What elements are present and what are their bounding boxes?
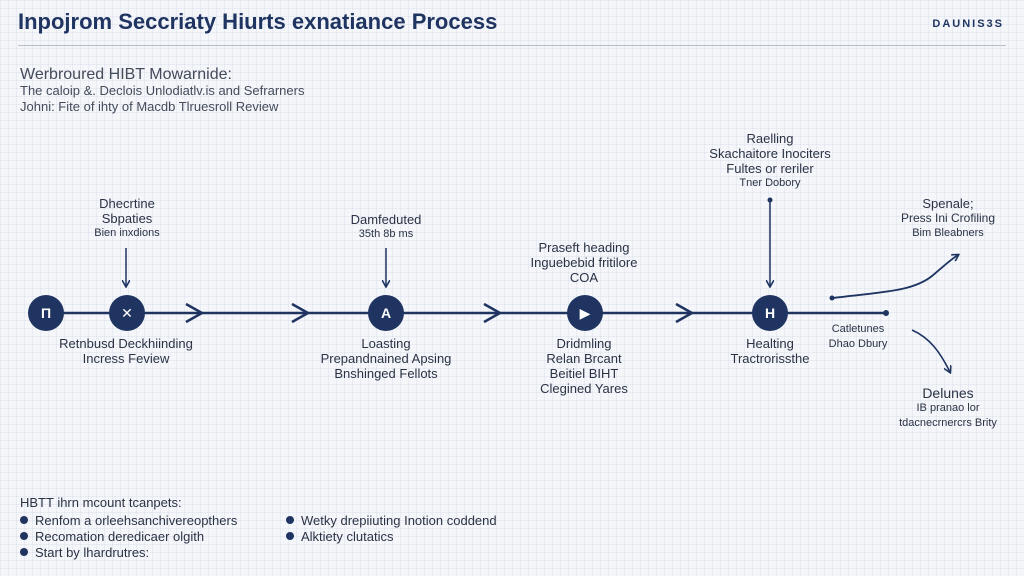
lower-label: Dridmling Relan Brcant Beitiel BIHT Cleg… (540, 336, 628, 396)
upper-label: Raelling Skachaitore Inociters Fultes or… (709, 131, 830, 191)
label-line: Praseft heading (538, 240, 630, 255)
label-line: Tractrorissthe (730, 351, 810, 366)
gate-icon[interactable]: Π (28, 295, 64, 331)
label-line: Fultes or reriler (726, 161, 814, 176)
letter-h-icon[interactable]: H (752, 295, 788, 331)
play-icon[interactable]: ▶ (567, 295, 603, 331)
upper-label: Dhecrtine Sbpaties Bien inxdions (94, 196, 159, 241)
label-line: Prepandnained Apsing (320, 351, 452, 366)
label-line: IB pranao lor (916, 402, 980, 414)
upper-label: Damfeduted 35th 8b ms (351, 212, 422, 242)
upper-label: Praseft heading Inguebebid fritilore COA (531, 240, 638, 285)
label-sub: Tner Dobory (739, 177, 801, 189)
callout-dot (767, 197, 773, 203)
lower-label: Loasting Prepandnained Apsing Bnshinged … (321, 336, 452, 381)
label-sub: Bim Bleabners (912, 227, 984, 239)
timeline-chevron (483, 302, 503, 324)
label-line: Delunes (922, 385, 974, 401)
notes-bullet: Alktiety clutatics (286, 529, 393, 544)
intro-block: Werbroured HIBT Mowarnide: The caloip &.… (20, 67, 304, 115)
timeline-end-dot (883, 310, 889, 316)
label-line: Press Ini Crofiling (900, 211, 996, 225)
label-line: tdacnecrnercrs Brity (899, 417, 997, 429)
label-sub: Bien inxdions (94, 227, 160, 239)
notes-bullet: Start by lhardrutres: (20, 545, 149, 560)
timeline-chevron (291, 302, 311, 324)
label-line: Dhecrtine (99, 196, 155, 211)
label-line: Sbpaties (101, 211, 153, 226)
timeline-chevron (675, 302, 695, 324)
intro-line: The caloip &. Declois Unlodiatlv.is and … (20, 83, 305, 98)
label-line: Spenale; (922, 196, 974, 211)
notes-heading: HBTT ihrn mcount tcanpets: (20, 495, 182, 510)
label-line: Damfeduted (350, 212, 422, 227)
lower-label: Healting Tractrorissthe (731, 336, 810, 366)
branch-arrow-up (832, 255, 958, 299)
label-line: Inguebebid fritilore (530, 255, 638, 270)
branch-end-label: Delunes IB pranao lor tdacnecrnercrs Bri… (899, 386, 997, 431)
label-line: Incress Feview (82, 351, 170, 366)
label-line: Raelling (746, 131, 794, 146)
label-sub: 35th 8b ms (358, 228, 414, 240)
notes-bullet: Recomation deredicaer olgith (20, 529, 204, 544)
intro-heading: Werbroured HIBT Mowarnide: (20, 66, 232, 83)
cross-icon[interactable]: ✕ (109, 295, 145, 331)
label-line: Clegined Yares (540, 381, 628, 396)
upper-label: Spenale; Press Ini Crofiling Bim Bleabne… (901, 196, 995, 241)
label-line: Skachaitore Inociters (709, 146, 831, 161)
title-divider (18, 45, 1006, 46)
label-line: Healting (746, 336, 794, 351)
label-line: Retnbusd Deckhiinding (59, 336, 193, 351)
brand-logo: DAUNIS3S (932, 18, 1004, 30)
notes-bullet: Wetky drepiiuting Inotion coddend (286, 513, 497, 528)
branch-arrow-down (911, 329, 950, 372)
letter-a-icon[interactable]: A (368, 295, 404, 331)
branch-dot (829, 295, 835, 301)
notes-section: HBTT ihrn mcount tcanpets: (20, 495, 182, 511)
label-line: Relan Brcant (546, 351, 622, 366)
label-line: Dridmling (556, 336, 612, 351)
timeline-chevron (185, 302, 205, 324)
label-line: Beitiel BIHT (549, 366, 619, 381)
page-title: Inpojrom Seccriaty Hiurts exnatiance Pro… (18, 9, 498, 34)
intro-line: Johni: Fite of ihty of Macdb Tlruesroll … (20, 99, 279, 114)
notes-bullet: Renfom a orleehsanchivereopthers (20, 513, 237, 528)
label-sub: Dhao Dbury (828, 338, 888, 350)
label-line: COA (569, 270, 599, 285)
lower-label: Retnbusd Deckhiinding Incress Feview (59, 336, 193, 366)
label-line: Bnshinged Fellots (334, 366, 438, 381)
branch-label: Catletunes Dhao Dbury (829, 322, 888, 352)
label-line: Loasting (361, 336, 411, 351)
label-line: Catletunes (831, 323, 885, 335)
